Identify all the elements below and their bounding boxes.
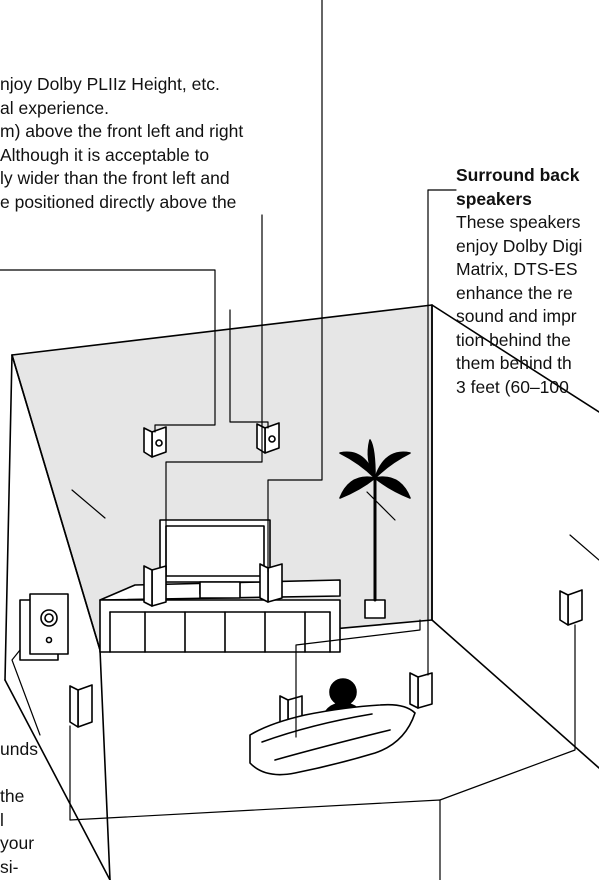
callout-front-height-text: njoy Dolby PLIIz Height, etc. al experie… <box>0 73 243 214</box>
surround-speaker-left <box>70 685 92 727</box>
front-speaker-right <box>260 564 282 602</box>
callout-line: the <box>0 785 38 809</box>
callout-line: These speakers <box>456 211 582 235</box>
callout-line: Matrix, DTS-ES <box>456 258 582 282</box>
leader-subwoofer <box>12 650 40 735</box>
callout-line <box>0 762 38 786</box>
callout-line: m) above the front left and right <box>0 120 243 144</box>
callout-line: unds <box>0 738 38 762</box>
callout-surround-text: unds the l your si- <box>0 738 38 879</box>
callout-line: 3 feet (60–100 <box>456 376 582 400</box>
callout-line: si- <box>0 856 38 880</box>
callout-heading: Surround back <box>456 164 582 188</box>
callout-line: enhance the re <box>456 282 582 306</box>
listening-sofa <box>250 679 415 775</box>
left-floor-edge <box>100 650 110 880</box>
subwoofer <box>20 594 68 660</box>
callout-line: sound and impr <box>456 305 582 329</box>
callout-line: Although it is acceptable to <box>0 144 243 168</box>
center-speaker <box>200 582 240 598</box>
right-wall-hatch <box>570 535 599 560</box>
leader-surround-right <box>440 625 575 800</box>
callout-line: l <box>0 809 38 833</box>
front-speaker-left <box>144 566 166 606</box>
left-wall-edge <box>5 355 12 680</box>
callout-line: ly wider than the front left and <box>0 167 243 191</box>
surround-back-speaker-right <box>410 673 432 708</box>
listener-head <box>330 679 356 705</box>
callout-line: enjoy Dolby Digi <box>456 235 582 259</box>
right-wall-floor-edge <box>432 620 599 768</box>
callout-line: them behind th <box>456 352 582 376</box>
callout-line: al experience. <box>0 97 243 121</box>
callout-surround-back-text: Surround back speakers These speakers en… <box>456 164 582 399</box>
callout-line: your <box>0 832 38 856</box>
plant-pot <box>365 600 385 618</box>
callout-line: tion behind the <box>456 329 582 353</box>
surround-speaker-right <box>560 590 582 625</box>
callout-line: njoy Dolby PLIIz Height, etc. <box>0 73 243 97</box>
callout-heading: speakers <box>456 188 582 212</box>
callout-line: e positioned directly above the <box>0 191 243 215</box>
